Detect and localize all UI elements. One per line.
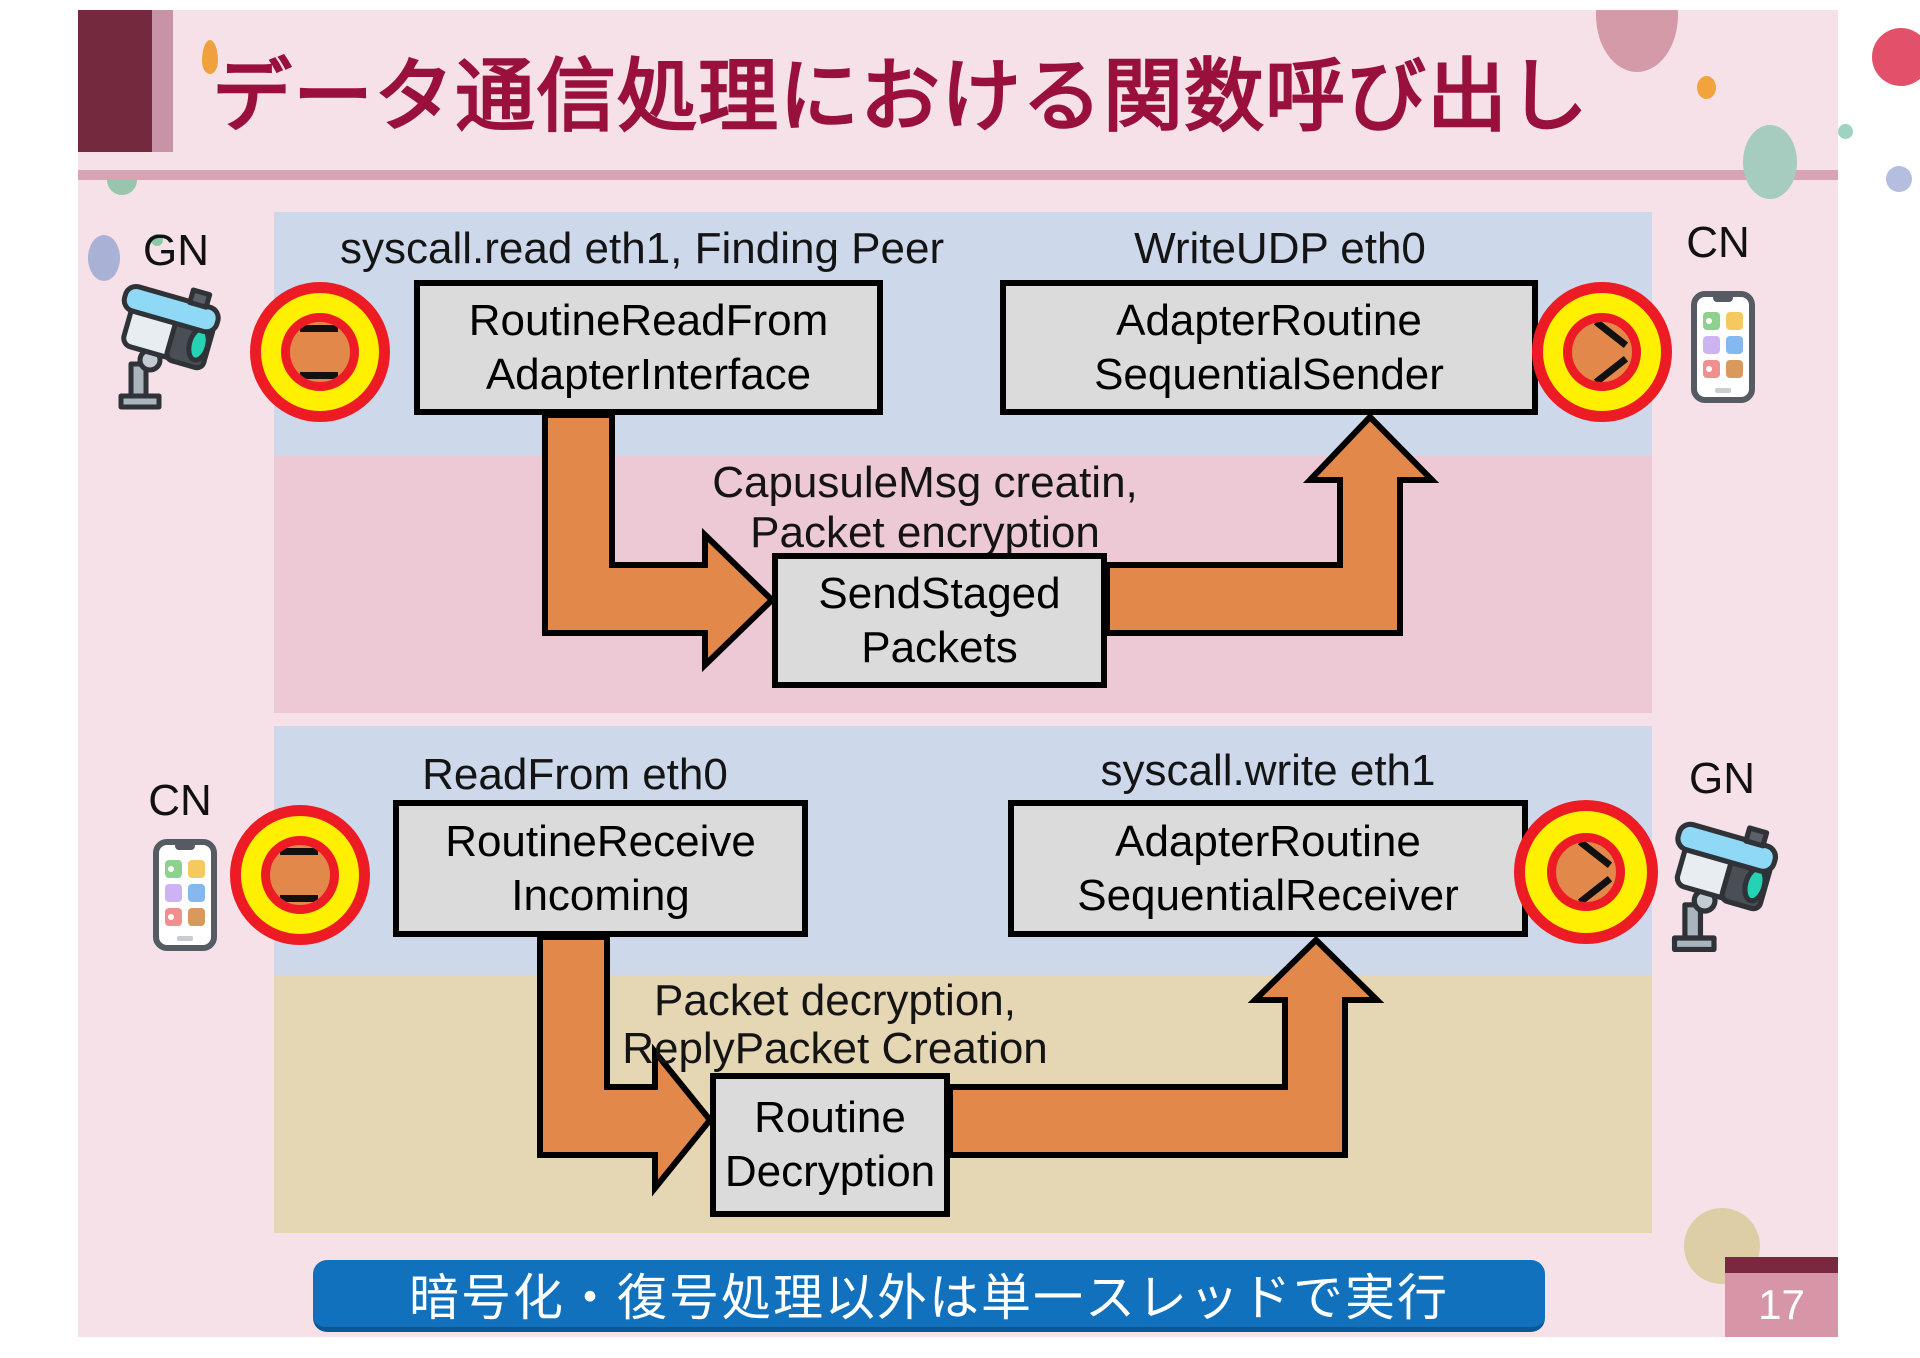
phone-icon-top-right bbox=[1690, 290, 1756, 409]
box-text-line: Packets bbox=[861, 622, 1018, 672]
phone-icon-bottom-left bbox=[152, 838, 218, 957]
green-dot-decoration bbox=[151, 234, 163, 246]
cn-label-bottom: CN bbox=[148, 776, 212, 825]
box-routine-receive-incoming: RoutineReceive Incoming bbox=[393, 800, 808, 937]
arrow-start-marker bbox=[261, 836, 339, 914]
page-number: 17 bbox=[1758, 1281, 1805, 1328]
gn-label-bottom: GN bbox=[1689, 754, 1755, 803]
arrow-head-marker bbox=[1547, 833, 1625, 911]
slide: データ通信処理における関数呼び出し GN bbox=[78, 10, 1838, 1337]
page-number-box: 17 bbox=[1725, 1257, 1838, 1337]
halfcircle-decoration bbox=[1596, 10, 1678, 72]
caption-replypacket-creation: ReplyPacket Creation bbox=[622, 1024, 1048, 1073]
cn-label-top: CN bbox=[1686, 218, 1750, 267]
box-text-line: Incoming bbox=[511, 870, 690, 920]
box-routine-read-from-adapter-interface: RoutineReadFrom AdapterInterface bbox=[414, 280, 883, 415]
box-text-line: Routine bbox=[754, 1093, 906, 1143]
teal-ellipse-decoration bbox=[1743, 125, 1797, 199]
lavender-ellipse-decoration bbox=[88, 235, 120, 281]
box-adapter-routine-sequential-receiver: AdapterRoutine SequentialReceiver bbox=[1008, 800, 1528, 937]
arrow-start-marker bbox=[281, 313, 359, 391]
teal-semicircle-decoration bbox=[107, 180, 137, 195]
caption-capsule-msg: CapusuleMsg creatin, bbox=[712, 458, 1138, 507]
orange-dot-decoration bbox=[1697, 76, 1716, 99]
caption-writeudp: WriteUDP eth0 bbox=[1134, 224, 1426, 273]
box-send-staged-packets: SendStaged Packets bbox=[772, 553, 1107, 688]
camera-icon-bottom-right bbox=[1660, 808, 1797, 963]
gn-label-top: GN bbox=[143, 226, 209, 275]
title-accent-block bbox=[78, 10, 152, 152]
caption-packet-encryption: Packet encryption bbox=[750, 508, 1100, 557]
margin-teal-dot bbox=[1838, 124, 1853, 139]
title-divider bbox=[78, 170, 1838, 180]
box-text-line: RoutineReceive bbox=[445, 816, 756, 866]
highlight-circle-bottom-left bbox=[230, 805, 370, 945]
caption-packet-decryption: Packet decryption, bbox=[654, 976, 1016, 1025]
caption-syscall-write: syscall.write eth1 bbox=[1100, 746, 1436, 795]
box-text-line: SequentialSender bbox=[1094, 349, 1444, 399]
title-accent-stripe bbox=[152, 10, 173, 152]
margin-red-dot bbox=[1872, 28, 1920, 86]
box-adapter-routine-sequential-sender: AdapterRoutine SequentialSender bbox=[1000, 280, 1538, 415]
highlight-circle-bottom-right bbox=[1514, 800, 1658, 944]
margin-lavender-dot bbox=[1886, 166, 1912, 192]
box-text-line: Decryption bbox=[724, 1147, 936, 1196]
box-text-line: AdapterInterface bbox=[485, 349, 812, 399]
box-text-line: SendStaged bbox=[818, 568, 1061, 618]
slide-title: データ通信処理における関数呼び出し bbox=[212, 52, 1589, 141]
box-text-line: SequentialReceiver bbox=[1077, 870, 1459, 920]
footer-banner: 暗号化・復号処理以外は単一スレッドで実行 bbox=[313, 1260, 1545, 1332]
page-number-accent-bar bbox=[1725, 1257, 1838, 1273]
camera-icon-top-left bbox=[107, 276, 239, 415]
caption-readfrom: ReadFrom eth0 bbox=[422, 750, 728, 799]
highlight-circle-top-right bbox=[1532, 282, 1672, 422]
caption-syscall-read: syscall.read eth1, Finding Peer bbox=[340, 224, 945, 273]
box-text-line: RoutineReadFrom bbox=[468, 295, 829, 345]
footer-banner-text: 暗号化・復号処理以外は単一スレッドで実行 bbox=[409, 1269, 1449, 1326]
box-text-line: AdapterRoutine bbox=[1116, 295, 1422, 345]
box-routine-decryption: Routine Decryption bbox=[710, 1073, 950, 1217]
arrow-head-marker bbox=[1563, 313, 1641, 391]
highlight-circle-top-left bbox=[250, 282, 390, 422]
box-text-line: AdapterRoutine bbox=[1115, 816, 1421, 866]
flame-decoration bbox=[202, 40, 218, 74]
